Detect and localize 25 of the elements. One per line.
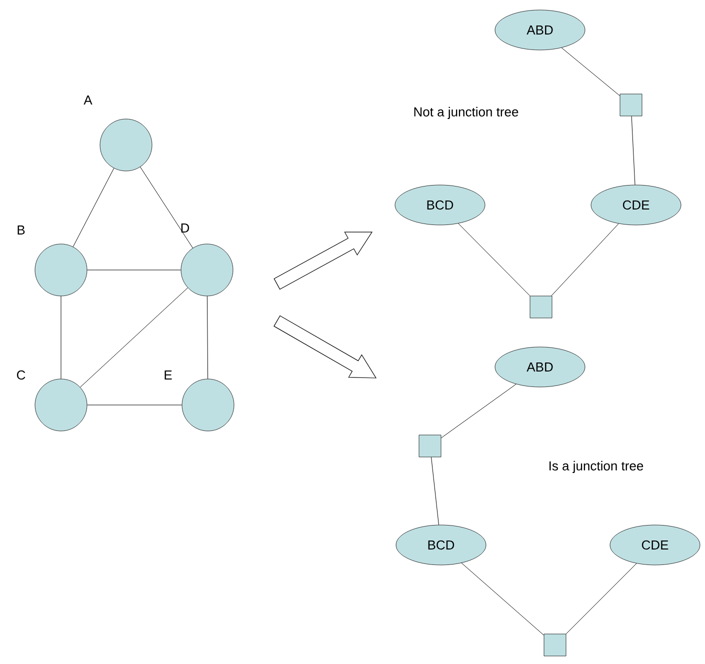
connector [551, 223, 619, 296]
connector [458, 223, 530, 296]
connector [206, 296, 208, 380]
separator-square [530, 296, 552, 318]
connector [461, 562, 544, 636]
connector [440, 384, 516, 438]
connector [60, 296, 62, 380]
connector [631, 116, 636, 186]
connector [80, 288, 188, 388]
annotation-text: Is a junction tree [550, 460, 644, 474]
vertex-label: D [181, 224, 190, 232]
connector [140, 166, 193, 248]
connector [561, 48, 620, 96]
connector [86, 404, 182, 406]
vertex-label: A [84, 96, 92, 104]
connector [566, 563, 637, 634]
vertex-label: C [16, 370, 26, 380]
connector [72, 168, 114, 247]
vertex-label: B [18, 226, 25, 234]
vertex-label: E [164, 370, 172, 380]
annotation-text: Not a junction tree [414, 106, 518, 120]
separator-square [544, 634, 566, 656]
separator-square [418, 434, 442, 458]
separator-square [620, 94, 642, 116]
connector [431, 456, 439, 526]
